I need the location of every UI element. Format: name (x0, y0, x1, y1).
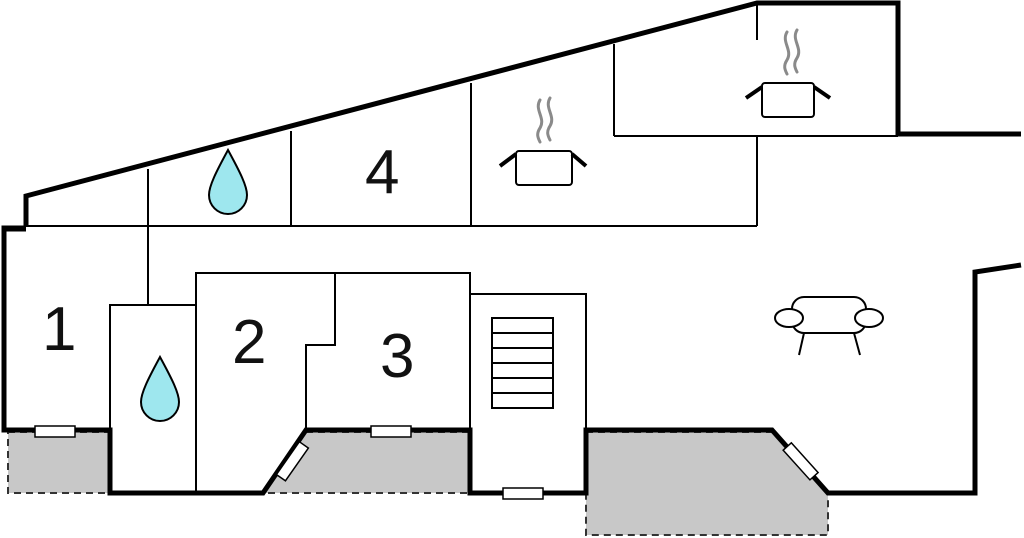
window-room-3 (370, 425, 412, 438)
window-living-diagonal (782, 441, 820, 481)
staircase-icon (491, 317, 554, 409)
outer-wall-roofline (23, 0, 1021, 226)
interior-walls (26, 3, 898, 493)
sofa-icon (774, 296, 884, 356)
room-3-label: 3 (380, 322, 414, 391)
window-room-2-diagonal (275, 440, 310, 482)
room-4-label: 4 (365, 138, 399, 207)
room-1-label: 1 (42, 295, 76, 364)
window-stair (502, 487, 544, 500)
water-drop-icon (207, 147, 249, 215)
cooking-pot-icon (498, 96, 588, 186)
terrace-left (7, 431, 111, 494)
cooking-pot-icon (744, 28, 832, 118)
room-2-label: 2 (232, 308, 266, 377)
water-drop-icon (139, 354, 181, 422)
window-room-1 (34, 425, 76, 438)
terrace-right (585, 431, 829, 536)
